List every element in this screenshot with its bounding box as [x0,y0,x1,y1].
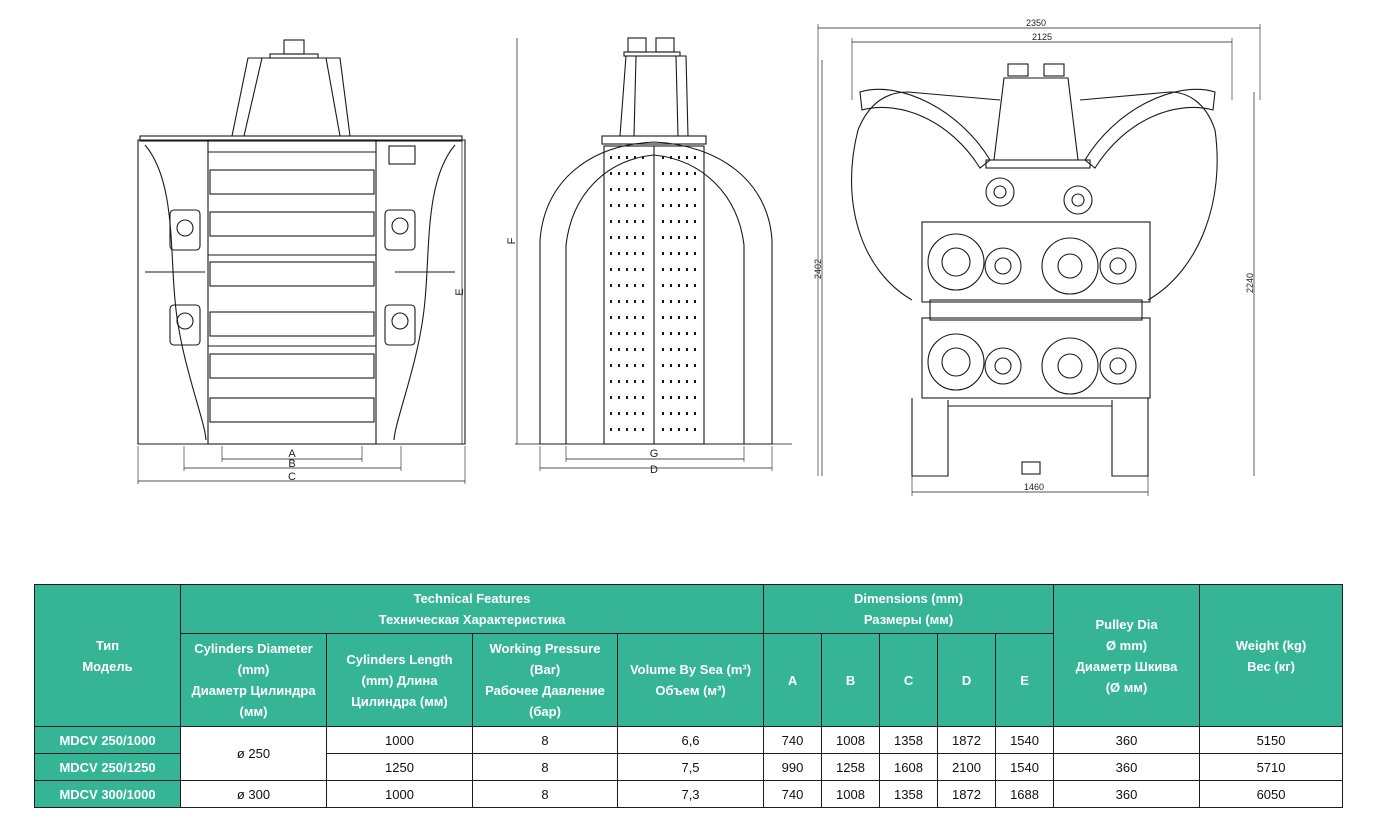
dim-b-cell: 1008 [821,780,881,808]
dim-a-cell: 990 [763,753,823,781]
pressure-header: Working Pressure (Bar) Рабочее Давление … [472,633,618,727]
side-door-perforation [610,156,696,431]
pulley-cell: 360 [1053,753,1201,781]
dim-base-width: 1460 [1024,482,1044,492]
technical-drawings: A B C E G D F [137,18,1261,496]
dim-header-d: D [937,633,997,727]
dim-header-c: C [879,633,939,727]
pressure-cell: 8 [472,780,618,808]
length-cell: 1250 [326,753,473,781]
length-cell: 1000 [326,726,473,754]
dim-c-cell: 1358 [879,726,939,754]
front-label-a: A [288,448,296,460]
front-label-e: E [454,288,466,295]
volume-cell: 7,5 [616,753,765,781]
dim-e-cell: 1540 [995,753,1055,781]
dim-c-cell: 1608 [879,753,939,781]
side-label-d: D [650,464,658,476]
weight-cell: 6050 [1199,780,1344,808]
model-cell: MDCV 250/1250 [34,753,181,781]
volume-cell: 7,3 [616,780,765,808]
dim-height-right: 2240 [1245,273,1255,293]
dim-b-cell: 1258 [821,753,881,781]
table-row: MDCV 250/1250 1250 8 7,5 990 1258 1608 2… [34,753,1344,781]
dim-top-width: 2350 [1026,18,1046,28]
front-label-b: B [288,458,295,470]
dim-e-cell: 1540 [995,726,1055,754]
mechanism-view-drawing [817,24,1261,496]
dim-d-cell: 1872 [937,726,997,754]
header-row-2: Cylinders Diameter (mm) Диаметр Цилиндра… [35,633,1343,727]
dim-height-left: 2402 [813,259,823,279]
header-row-1: Тип Модель Technical Features Техническа… [34,584,1344,727]
dim-c-cell: 1358 [879,780,939,808]
length-header: Cylinders Length (mm) Длина Цилиндра (мм… [326,633,473,727]
specification-table: Тип Модель Technical Features Техническа… [34,584,1344,808]
weight-header: Weight (kg) Вес (кг) [1199,584,1344,727]
volume-header: Volume By Sea (m³) Объем (м³) [616,633,765,727]
dimensions-header: Dimensions (mm) Размеры (мм) [763,584,1055,634]
side-label-g: G [650,448,659,460]
volume-cell: 6,6 [616,726,765,754]
front-label-c: C [288,471,296,483]
front-view-drawing [137,39,466,484]
model-cell: MDCV 250/1000 [34,726,181,754]
dim-b-cell: 1008 [821,726,881,754]
technical-features-header: Technical Features Техническая Характери… [179,584,765,634]
side-view-drawing [515,37,792,471]
pulley-cell: 360 [1053,780,1201,808]
dim-header-a: A [763,633,823,727]
dim-d-cell: 1872 [937,780,997,808]
pulley-cell: 360 [1053,726,1201,754]
dim-e-cell: 1688 [995,780,1055,808]
pressure-cell: 8 [472,726,618,754]
diameter-header: Cylinders Diameter (mm) Диаметр Цилиндра… [180,633,327,727]
dim-a-cell: 740 [763,780,823,808]
diameter-cell: ø 250 [180,726,327,781]
table-row: MDCV 250/1000 ø 250 1000 8 6,6 740 1008 … [34,726,1344,781]
weight-cell: 5150 [1199,726,1344,754]
model-cell: MDCV 300/1000 [34,780,181,808]
pulley-header: Pulley Dia Ø mm) Диаметр Шкива (Ø мм) [1053,584,1201,727]
dim-d-cell: 2100 [937,753,997,781]
diameter-cell: ø 300 [180,780,327,808]
model-header: Тип Модель [34,584,181,727]
weight-cell: 5710 [1199,753,1344,781]
side-label-f: F [506,237,518,244]
table-row: MDCV 300/1000 ø 300 1000 8 7,3 740 1008 … [34,780,1344,808]
dim-inner-width: 2125 [1032,32,1052,42]
dim-header-e: E [995,633,1055,727]
length-cell: 1000 [326,780,473,808]
dim-a-cell: 740 [763,726,823,754]
dim-header-b: B [821,633,881,727]
pressure-cell: 8 [472,753,618,781]
